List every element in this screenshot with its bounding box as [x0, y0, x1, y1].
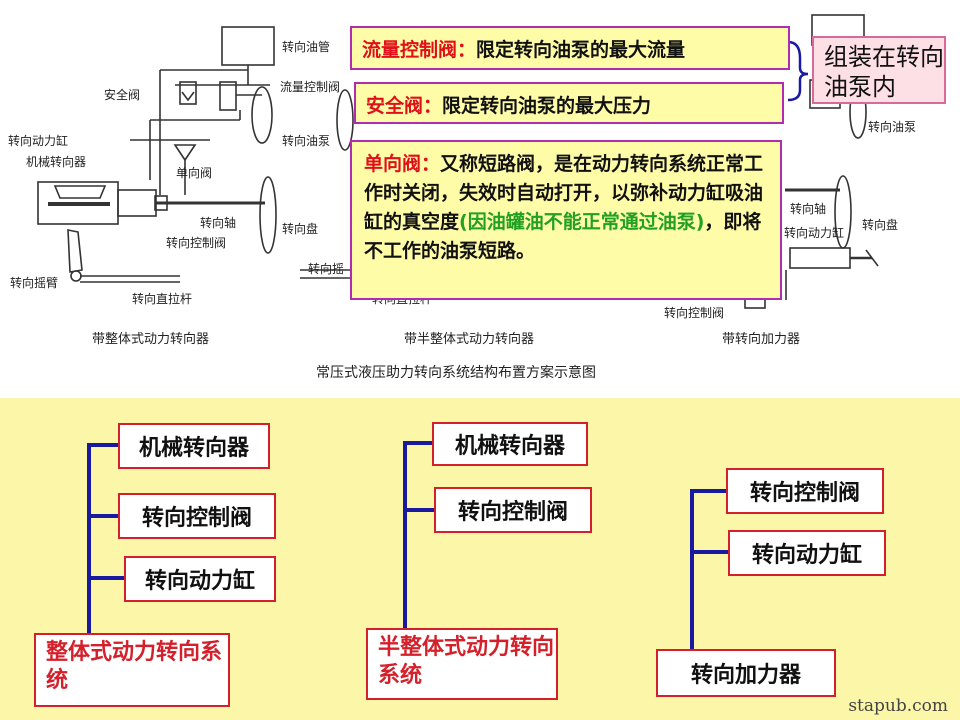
check-valve-text: 又称短路阀，是在动力转向系统正常工作时关闭，失效时自动打开，以弥补动力缸吸油缸的… [364, 153, 764, 233]
label-check-valve: 单向阀 [176, 166, 213, 180]
callout-check-valve: 单向阀：又称短路阀，是在动力转向系统正常工作时关闭，失效时自动打开，以弥补动力缸… [350, 140, 782, 300]
tree1-trunk [87, 443, 91, 633]
tree1-node-control-valve: 转向控制阀 [118, 493, 276, 539]
label-middle-pitman: 转向摇 [308, 262, 345, 276]
label-right-shaft: 转向轴 [790, 202, 827, 216]
label-steering-oil-line: 转向油管 [282, 40, 331, 54]
tree3-node-control-valve: 转向控制阀 [726, 468, 884, 514]
tree1-branch-2 [87, 514, 119, 518]
check-valve-text-end: ，即将不工作的油泵短路。 [364, 211, 762, 262]
label-steering-shaft: 转向轴 [200, 216, 237, 230]
tree2-branch-2 [403, 508, 435, 512]
tree2-root-semi-integral-system: 半整体式动力转向系统 [366, 628, 558, 700]
label-steering-control-valve: 转向控制阀 [166, 236, 227, 250]
schematic-title: 常压式液压助力转向系统结构布置方案示意图 [316, 365, 596, 381]
tree1-branch-3 [87, 576, 125, 580]
caption-integral: 带整体式动力转向器 [92, 332, 210, 347]
label-right-wheel: 转向盘 [862, 218, 899, 232]
check-valve-term: 单向阀： [364, 153, 441, 175]
tree2-node-mechanical-gear: 机械转向器 [432, 422, 588, 466]
label-power-cylinder: 转向动力缸 [8, 134, 69, 148]
tree3-branch-2 [690, 550, 728, 554]
tree1-branch-1 [87, 443, 119, 447]
label-mechanical-gear: 机械转向器 [26, 155, 87, 169]
watermark: stapub.com [848, 696, 948, 716]
safety-valve-text: 限定转向油泵的最大压力 [442, 95, 652, 117]
tree2-node-control-valve: 转向控制阀 [434, 487, 592, 533]
tree1-node-mechanical-gear: 机械转向器 [118, 423, 270, 469]
tree3-branch-1 [690, 489, 728, 493]
label-right-cylinder: 转向动力缸 [784, 226, 845, 240]
check-valve-note: (因油罐油不能正常通过油泵) [459, 211, 705, 233]
schematic-panel: 转向油管 安全阀 流量控制阀 转向油泵 转向动力缸 机械转向器 单向阀 转向轴 … [0, 0, 960, 398]
safety-valve-term: 安全阀： [366, 95, 443, 117]
callout-flow-control-valve: 流量控制阀：限定转向油泵的最大流量 [350, 26, 790, 70]
tree2-trunk [403, 441, 407, 631]
tree2-branch-1 [403, 441, 435, 445]
label-steering-wheel: 转向盘 [282, 222, 319, 236]
tree1-node-power-cylinder: 转向动力缸 [124, 556, 276, 602]
label-flow-control-valve: 流量控制阀 [280, 80, 341, 94]
pump-assembly-note: 组装在转向油泵内 [812, 36, 946, 104]
flow-valve-term: 流量控制阀： [362, 39, 477, 61]
tree3-root-booster: 转向加力器 [656, 649, 836, 697]
label-pitman-arm: 转向摇臂 [10, 276, 59, 290]
label-right-control-valve: 转向控制阀 [664, 306, 725, 320]
label-drag-link: 转向直拉杆 [132, 292, 193, 306]
flow-valve-text: 限定转向油泵的最大流量 [476, 39, 686, 61]
tree1-root-integral-system: 整体式动力转向系统 [34, 633, 230, 707]
tree3-node-power-cylinder: 转向动力缸 [728, 530, 886, 576]
label-safety-valve: 安全阀 [104, 88, 141, 102]
caption-booster: 带转向加力器 [722, 332, 801, 347]
tree3-trunk [690, 489, 694, 649]
label-steering-pump: 转向油泵 [282, 134, 331, 148]
label-right-pump: 转向油泵 [868, 120, 917, 134]
callout-safety-valve: 安全阀：限定转向油泵的最大压力 [354, 82, 784, 124]
caption-semi-integral: 带半整体式动力转向器 [404, 332, 535, 347]
schematic-drawing [37, 14, 879, 309]
